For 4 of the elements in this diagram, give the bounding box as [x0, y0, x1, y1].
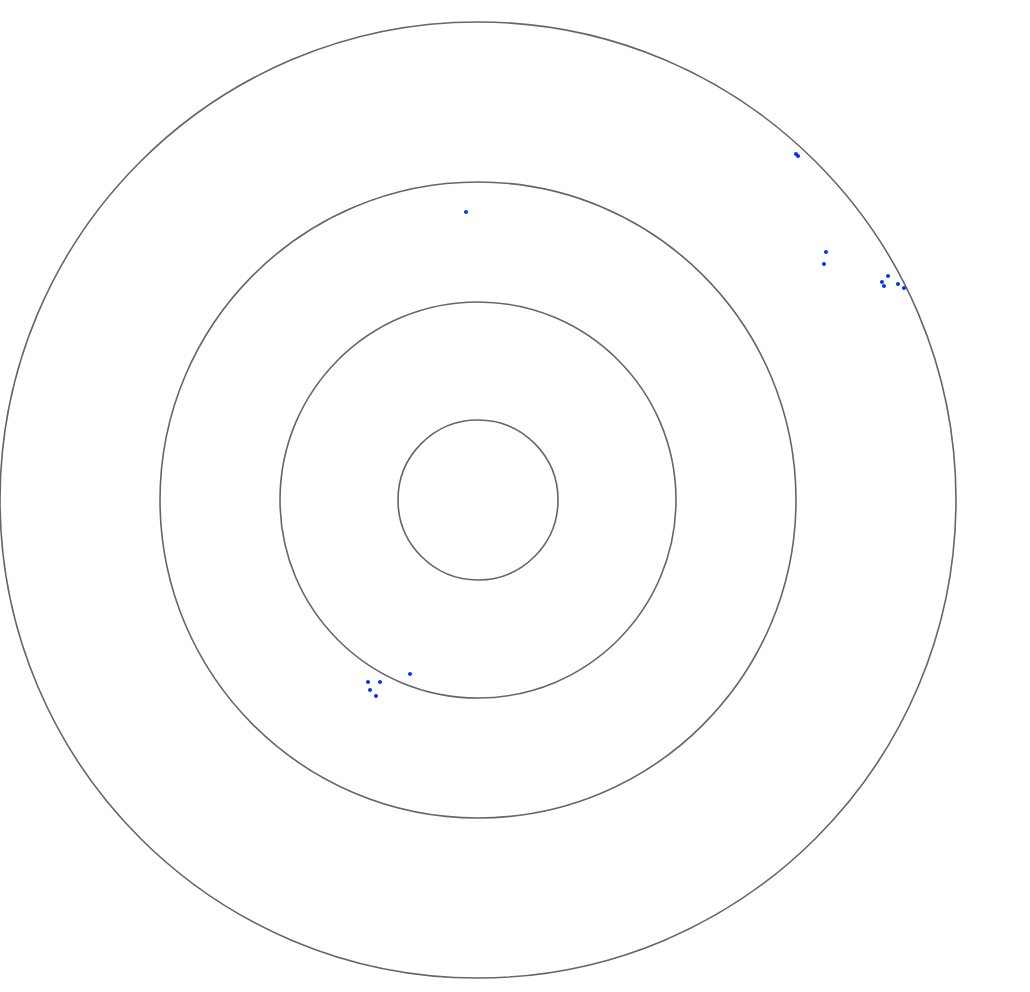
ring	[159, 181, 797, 819]
ring	[397, 419, 559, 581]
ring	[0, 21, 957, 979]
ring	[279, 301, 677, 699]
